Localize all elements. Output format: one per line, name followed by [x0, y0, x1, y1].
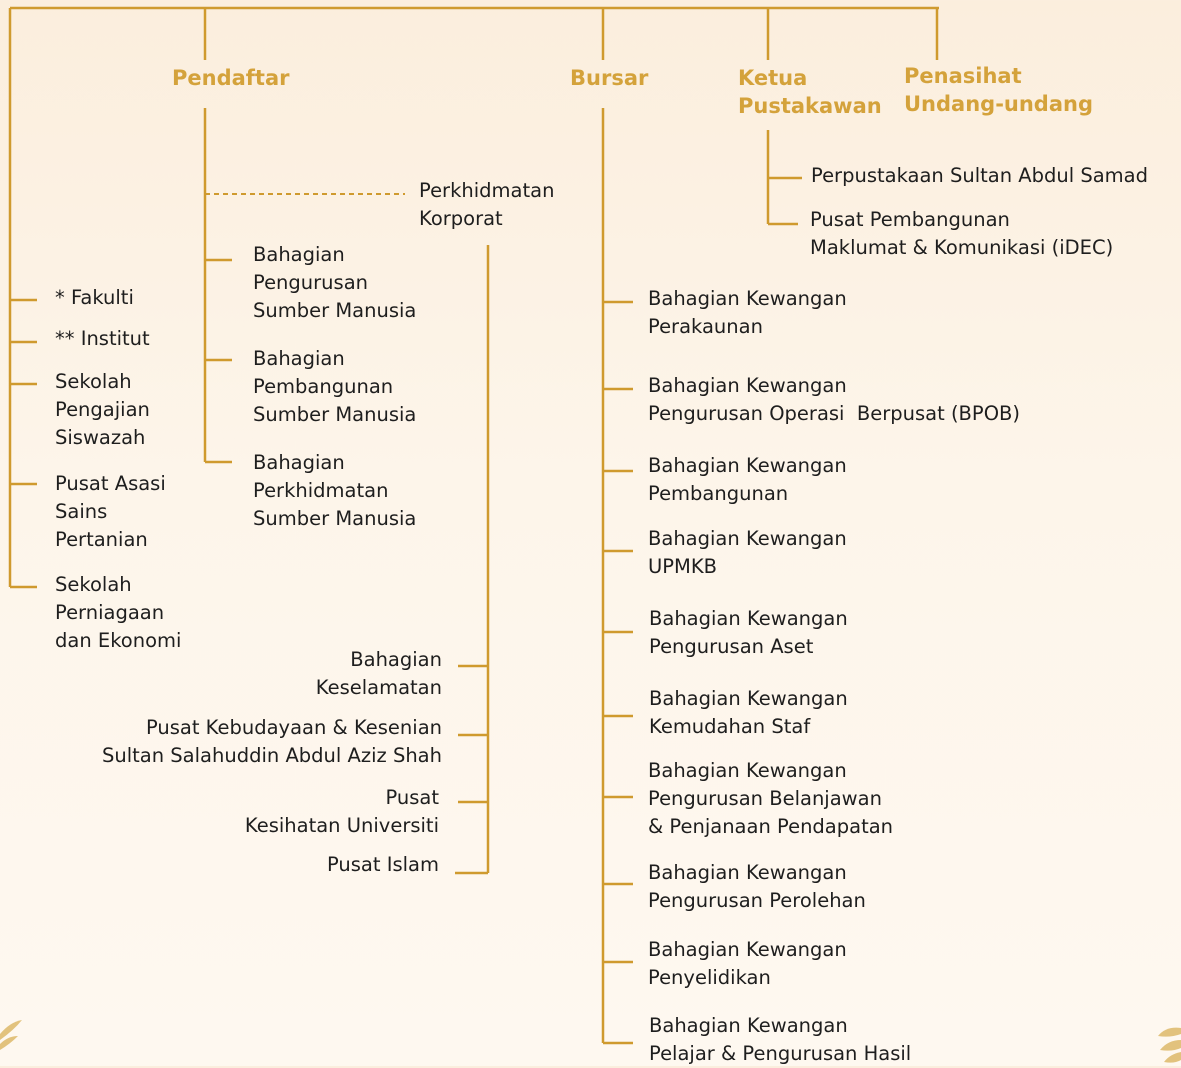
unit-pengurusan-sumber-manusia: Bahagian Pengurusan Sumber Manusia [253, 243, 417, 322]
unit-sekolah-perniagaan: Sekolah Perniagaan dan Ekonomi [55, 573, 182, 652]
unit-kewangan-kemudahan-staf: Bahagian Kewangan Kemudahan Staf [649, 687, 848, 738]
unit-idec: Pusat Pembangunan Maklumat & Komunikasi … [810, 208, 1114, 259]
unit-kewangan-perolehan: Bahagian Kewangan Pengurusan Perolehan [648, 861, 866, 912]
unit-pusat-kesihatan: Pusat Kesihatan Universiti [244, 786, 439, 837]
heading-ketua-pustakawan: Ketua Pustakawan [738, 66, 882, 118]
heading-penasihat-undang-undang: Penasihat Undang-undang [904, 64, 1093, 116]
heading-bursar: Bursar [570, 66, 649, 90]
unit-fakulti: * Fakulti [55, 286, 134, 309]
unit-keselamatan: Bahagian Keselamatan [315, 648, 442, 699]
unit-perkhidmatan-sumber-manusia: Bahagian Perkhidmatan Sumber Manusia [253, 451, 417, 530]
unit-pusat-asasi: Pusat Asasi Sains Pertanian [55, 472, 166, 551]
unit-kewangan-upmkb: Bahagian Kewangan UPMKB [648, 527, 847, 578]
unit-kewangan-belanjawan: Bahagian Kewangan Pengurusan Belanjawan … [648, 759, 894, 838]
unit-kewangan-pembangunan: Bahagian Kewangan Pembangunan [648, 454, 847, 505]
unit-kewangan-pengurusan-aset: Bahagian Kewangan Pengurusan Aset [649, 607, 848, 658]
unit-sekolah-pengajian-siswazah: Sekolah Pengajian Siswazah [55, 370, 150, 449]
unit-perpustakaan: Perpustakaan Sultan Abdul Samad [811, 164, 1149, 187]
unit-kewangan-bpob: Bahagian Kewangan Pengurusan Operasi Ber… [648, 374, 1021, 425]
unit-kewangan-pelajar: Bahagian Kewangan Pelajar & Pengurusan H… [649, 1014, 912, 1065]
wheat-ornament-left-icon [0, 1020, 22, 1050]
heading-pendaftar: Pendaftar [172, 66, 290, 90]
wheat-ornament-right-icon [1158, 1027, 1181, 1063]
unit-pusat-kebudayaan: Pusat Kebudayaan & Kesenian Sultan Salah… [102, 716, 442, 767]
unit-pembangunan-sumber-manusia: Bahagian Pembangunan Sumber Manusia [253, 347, 417, 426]
unit-perkhidmatan-korporat: Perkhidmatan Korporat [419, 179, 555, 230]
unit-institut: ** Institut [55, 327, 150, 350]
unit-kewangan-perakaunan: Bahagian Kewangan Perakaunan [648, 287, 847, 338]
unit-kewangan-penyelidikan: Bahagian Kewangan Penyelidikan [648, 938, 847, 989]
unit-pusat-islam: Pusat Islam [326, 853, 439, 876]
